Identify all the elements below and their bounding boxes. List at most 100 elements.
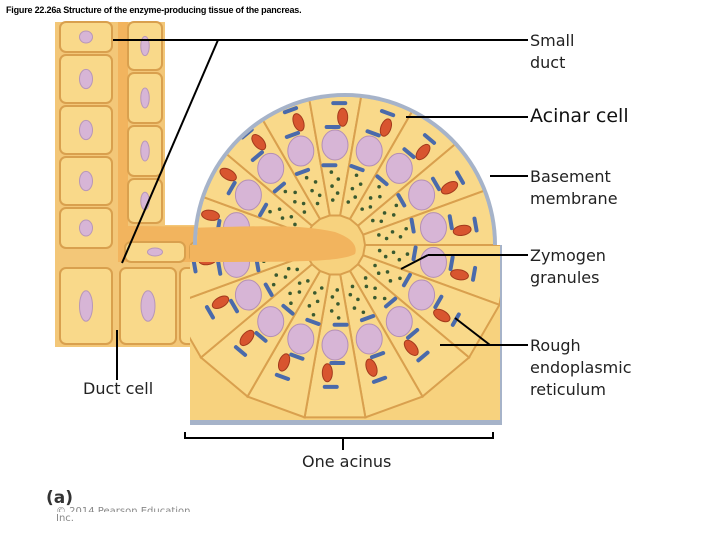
zymogen-granule <box>336 177 340 181</box>
copyright-line1: © 2014 Pearson Education, <box>56 505 206 512</box>
nucleus <box>322 330 348 360</box>
label-zymogen-line1: Zymogen <box>530 246 606 265</box>
zymogen-granule <box>284 275 288 279</box>
label-small-duct-line2: duct <box>530 53 565 72</box>
zymogen-granule <box>295 268 299 272</box>
label-basement-membrane: Basement membrane <box>530 166 618 210</box>
zymogen-granule <box>383 297 387 301</box>
zymogen-granule <box>356 298 360 302</box>
duct-cell-nucleus <box>80 120 93 139</box>
zymogen-granule <box>293 200 297 204</box>
zymogen-granule <box>268 210 272 214</box>
rough-er <box>325 125 341 129</box>
zymogen-granule <box>378 249 382 253</box>
zymogen-granule <box>404 227 408 231</box>
zymogen-granule <box>386 270 390 274</box>
duct-cell-nucleus <box>80 171 93 190</box>
label-basement-line1: Basement <box>530 167 611 186</box>
duct-cell-nucleus <box>141 291 155 321</box>
nucleus <box>288 136 314 166</box>
mitochondrion <box>322 364 332 382</box>
zymogen-granule <box>373 286 377 290</box>
zymogen-granule <box>278 207 282 211</box>
rough-er <box>329 361 345 365</box>
zymogen-granule <box>391 230 395 234</box>
acinus <box>160 73 510 425</box>
rough-er <box>323 385 339 389</box>
zymogen-granule <box>362 310 366 314</box>
nucleus <box>420 247 446 277</box>
zymogen-granule <box>284 190 288 194</box>
label-duct-cell: Duct cell <box>83 378 153 400</box>
label-rer-line2: endoplasmic <box>530 358 632 377</box>
zymogen-granule <box>312 313 316 317</box>
zymogen-granule <box>383 211 387 215</box>
nucleus <box>258 153 284 183</box>
zymogen-granule <box>318 194 322 198</box>
duct-cell-nucleus <box>148 248 163 256</box>
zymogen-granule <box>384 255 388 259</box>
zymogen-granule <box>398 258 402 262</box>
label-rough-er: Rough endoplasmic reticulum <box>530 335 632 401</box>
label-small-duct: Small duct <box>530 30 574 74</box>
zymogen-granule <box>389 279 393 283</box>
zymogen-granule <box>313 291 317 295</box>
zymogen-granule <box>274 273 278 277</box>
zymogen-granule <box>331 198 335 202</box>
nucleus <box>420 213 446 243</box>
zymogen-granule <box>378 195 382 199</box>
nucleus <box>409 180 435 210</box>
zymogen-granule <box>351 285 355 289</box>
zymogen-granule <box>302 202 306 206</box>
zymogen-granule <box>335 288 339 292</box>
zymogen-granule <box>305 176 309 180</box>
zymogen-granule <box>377 185 381 189</box>
label-acinar-cell: Acinar cell <box>530 105 629 127</box>
zymogen-granule <box>310 189 314 193</box>
zymogen-granule <box>293 223 297 227</box>
zymogen-granule <box>392 251 396 255</box>
zymogen-granule <box>373 296 377 300</box>
zymogen-granule <box>395 204 399 208</box>
zymogen-granule <box>337 316 341 320</box>
zymogen-granule <box>330 184 334 188</box>
zymogen-granule <box>314 180 318 184</box>
zymogen-granule <box>288 292 292 296</box>
rough-er <box>331 101 347 105</box>
nucleus <box>356 324 382 354</box>
copyright-line2: Inc. <box>56 513 74 524</box>
duct-cell-nucleus <box>80 69 93 88</box>
zymogen-granule <box>371 219 375 223</box>
zymogen-granule <box>355 173 359 177</box>
zymogen-granule <box>406 252 410 256</box>
zymogen-granule <box>336 302 340 306</box>
zymogen-granule <box>290 215 294 219</box>
label-basement-line2: membrane <box>530 189 618 208</box>
zymogen-granule <box>399 235 403 239</box>
label-zymogen-granules: Zymogen granules <box>530 245 606 289</box>
label-one-acinus: One acinus <box>302 451 391 473</box>
zymogen-granule <box>353 195 357 199</box>
zymogen-granule <box>293 191 297 195</box>
acinus-lumen <box>190 226 356 262</box>
duct-cell-nucleus <box>80 220 93 236</box>
zymogen-granule <box>365 285 369 289</box>
label-rer-line3: reticulum <box>530 380 606 399</box>
label-zymogen-line2: granules <box>530 268 599 287</box>
zymogen-granule <box>349 293 353 297</box>
nucleus <box>322 130 348 160</box>
duct-cell-nucleus <box>80 291 93 321</box>
zymogen-granule <box>377 271 381 275</box>
zymogen-granule <box>320 286 324 290</box>
label-small-duct-line1: Small <box>530 31 574 50</box>
zymogen-granule <box>272 283 276 287</box>
nucleus <box>356 136 382 166</box>
duct-cell-nucleus <box>80 31 93 43</box>
zymogen-granule <box>398 276 402 280</box>
rough-er <box>333 323 349 327</box>
duct-cell-nucleus <box>141 141 150 161</box>
zymogen-granule <box>392 213 396 217</box>
copyright: © 2014 Pearson Education, Inc. <box>56 505 206 525</box>
zymogen-granule <box>369 205 373 209</box>
zymogen-granule <box>289 301 293 305</box>
